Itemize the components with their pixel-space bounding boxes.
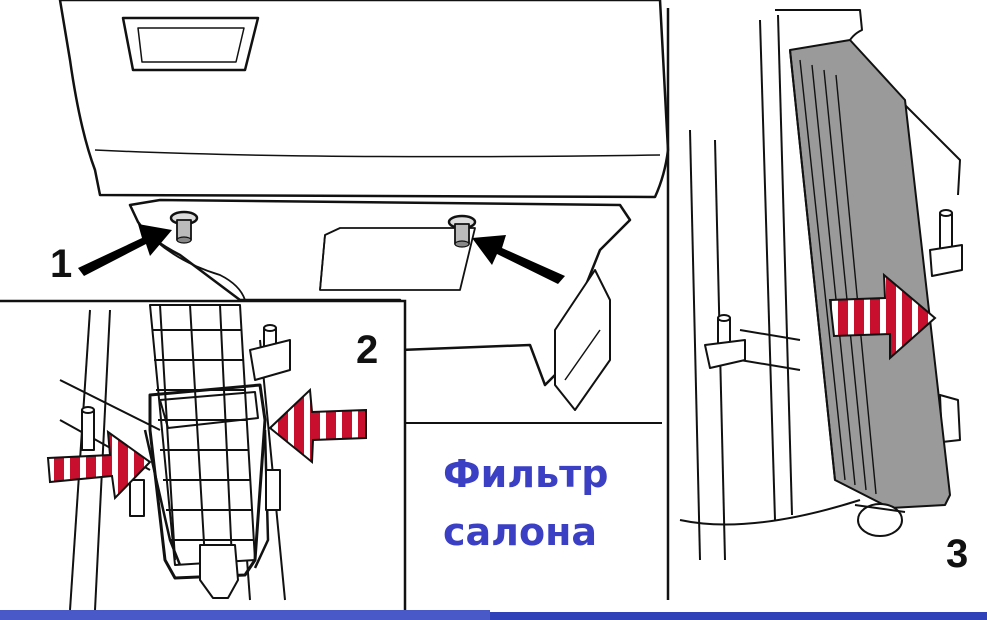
black-arrow-icon bbox=[472, 235, 565, 284]
caption-line-2: салона bbox=[443, 510, 598, 554]
panel-2-border bbox=[0, 299, 407, 610]
bottom-bar-right bbox=[490, 612, 987, 620]
step-number-3: 3 bbox=[946, 532, 969, 576]
panel-3-filter-removal bbox=[679, 9, 963, 561]
caption-line-1: Фильтр bbox=[443, 452, 609, 496]
black-arrow-icon bbox=[78, 224, 172, 276]
step-number-2: 2 bbox=[356, 328, 379, 372]
bottom-bar-left bbox=[0, 610, 490, 620]
red-striped-arrow-icon bbox=[828, 272, 937, 361]
pin-clip-icon bbox=[447, 214, 477, 248]
red-striped-arrow-icon bbox=[268, 387, 367, 465]
red-striped-arrow-icon bbox=[46, 429, 152, 501]
panel-2-clips bbox=[0, 300, 405, 611]
cabin-filter bbox=[789, 39, 951, 509]
panel-1-glovebox bbox=[58, 0, 670, 411]
pin-clip-icon bbox=[169, 210, 199, 244]
step-number-1: 1 bbox=[50, 242, 73, 286]
